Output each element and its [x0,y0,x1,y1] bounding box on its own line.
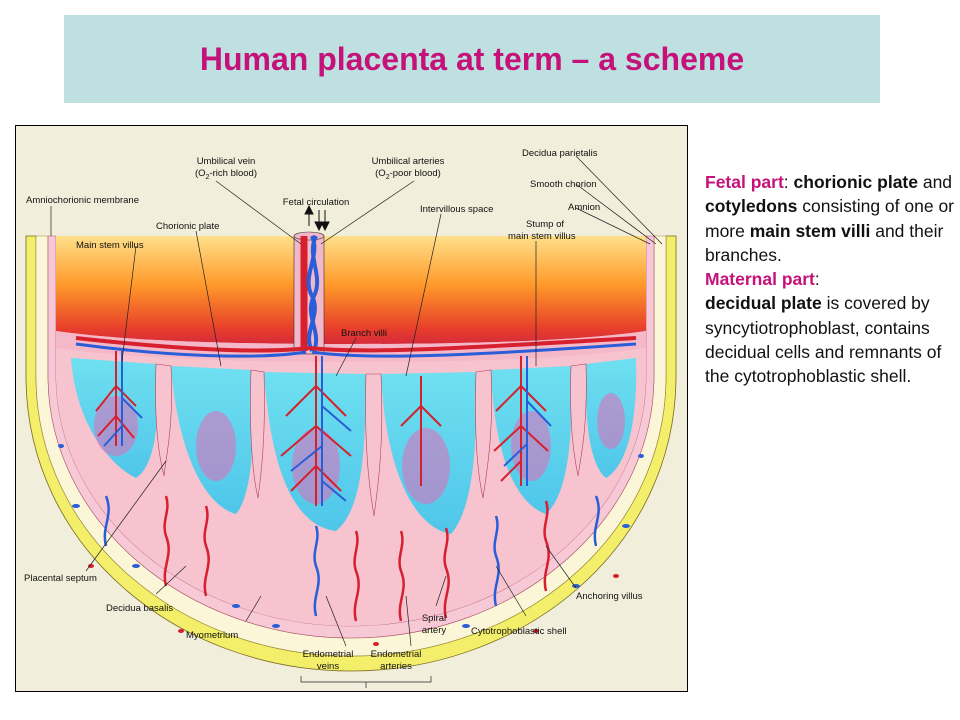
description-text: Fetal part: chorionic plate and cotyledo… [705,172,955,387]
label-spiral-artery-line1: Spiral [422,613,446,624]
label-umbilical-vein: Umbilical vein [197,156,256,167]
villous-trees [95,351,552,506]
label-endometrial-arteries-line2: arteries [380,661,412,672]
label-cytotrophoblastic-shell: Cytotrophoblastic shell [471,626,567,637]
fetal-circulation-arrows [304,204,330,232]
label-decidua-parietalis: Decidua parietalis [522,148,598,159]
label-spiral-artery-line2: artery [422,625,447,636]
label-placental-septum: Placental septum [24,573,97,584]
chorionic-plate [56,236,646,344]
diagram-labels: Umbilical vein (O2-rich blood) Umbilical… [24,148,643,688]
term-chorionic-plate: chorionic plate [793,172,918,192]
term-decidual-plate: decidual plate [705,293,822,314]
label-stump-line1: Stump of [526,219,564,230]
label-umbilical-arteries-sub: (O2-poor blood) [375,168,441,181]
placenta-diagram: Umbilical vein (O2-rich blood) Umbilical… [15,125,688,692]
label-endometrial-veins-line1: Endometrial [303,649,354,660]
label-leaders [50,155,663,647]
umbilical-cord [293,231,325,355]
term-cotyledons: cotyledons [705,196,798,217]
label-chorionic-plate: Chorionic plate [156,221,219,232]
maternal-part-label: Maternal part [705,269,815,290]
label-smooth-chorion: Smooth chorion [530,179,597,190]
decidual-cells [58,444,644,628]
label-fetal-circulation: Fetal circulation [283,197,350,208]
label-myometrium: Myometrium [186,630,238,641]
label-endometrial-veins-line2: veins [317,661,339,672]
label-anchoring-villus: Anchoring villus [576,591,643,602]
label-stump-line2: main stem villus [508,231,576,242]
label-amnion: Amnion [568,202,600,213]
label-umbilical-arteries: Umbilical arteries [372,156,445,167]
label-main-stem-villus: Main stem villus [76,240,144,251]
label-amniochorionic-membrane: Amniochorionic membrane [26,195,139,206]
term-main-stem-villi: main stem villi [749,220,871,241]
title-banner: Human placenta at term – a scheme [64,15,880,103]
decidual-cells-red [88,564,619,646]
chorionic-vessels [75,336,637,358]
slide-title: Human placenta at term – a scheme [199,40,745,77]
label-umbilical-vein-sub: (O2-rich blood) [195,168,257,181]
placental-septa [155,363,587,517]
fetal-part-label: Fetal part [705,172,784,192]
label-branch-villi: Branch villi [341,328,387,339]
placenta-illustration: Umbilical vein (O2-rich blood) Umbilical… [24,148,677,688]
label-decidua-basalis: Decidua basalis [106,603,173,614]
label-intervillous-space: Intervillous space [420,204,493,215]
label-endometrial-arteries-line1: Endometrial [371,649,422,660]
endometrial-vessels [103,495,600,622]
